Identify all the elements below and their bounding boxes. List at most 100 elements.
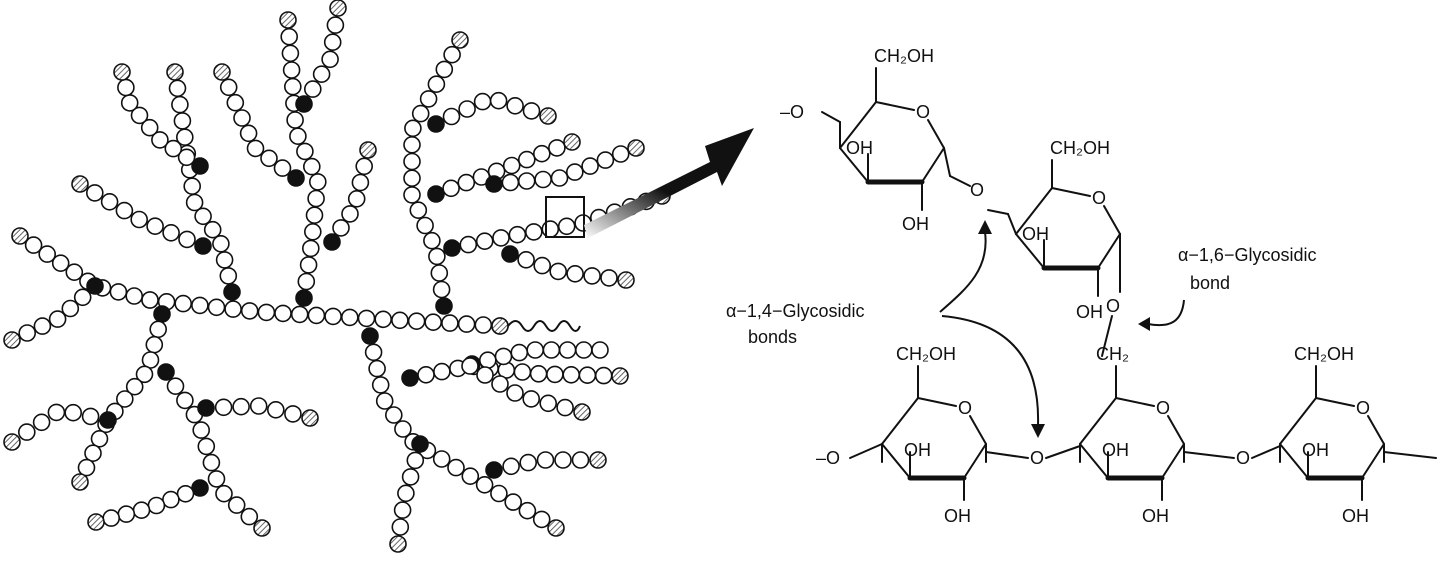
alpha-1-4-label-line1: α−1,4−Glycosidic (726, 301, 865, 321)
reducing-end-residue (491, 317, 509, 335)
glucose-residue (273, 159, 292, 177)
ring-top-2-bond-c4-c5 (1015, 187, 1053, 235)
glucose-residue (459, 235, 478, 254)
glucose-residue (492, 229, 510, 247)
non-reducing-end-residue (3, 433, 21, 451)
ring-top-2-o-ch2 (1101, 315, 1113, 357)
non-reducing-end-residue (87, 513, 105, 531)
glucose-residue (260, 149, 278, 168)
glucose-residue (391, 311, 409, 330)
arrowhead-alpha16 (1138, 317, 1150, 331)
ring-bottom-1-oh-up: OH (904, 440, 931, 460)
ring-bottom-1-bond-c4-c5 (881, 397, 919, 445)
glucose-residue (308, 173, 327, 191)
glucose-residue (441, 314, 459, 332)
glucose-residue (517, 250, 535, 269)
bond-pointer-arrows (939, 231, 1185, 426)
non-reducing-end-residue (113, 63, 131, 81)
branch-point-residue (191, 157, 209, 175)
non-reducing-end-residue (329, 0, 347, 17)
glucose-residue (591, 341, 609, 359)
glucose-residue (38, 245, 57, 263)
glucose-residue (491, 375, 509, 393)
glucose-residue (443, 45, 461, 64)
glucose-residue (296, 142, 314, 161)
glucose-residue (51, 254, 70, 273)
glucose-residue (73, 288, 92, 307)
glucose-residue (578, 366, 597, 385)
arrow-alpha14-upper (939, 231, 987, 313)
glucose-residue (574, 341, 593, 359)
glucose-residue (549, 262, 568, 281)
glucose-residue (341, 205, 359, 223)
glucose-residue (283, 77, 302, 96)
branch-point-residue (153, 305, 171, 323)
glucose-residue (191, 296, 209, 315)
glucose-residue (232, 397, 250, 416)
glucose-residue (432, 280, 451, 299)
glucose-residue (432, 450, 451, 468)
glucose-residue (403, 152, 421, 171)
ring-bottom-2-bond-c4-c5 (1079, 397, 1117, 445)
glucose-residue (417, 365, 435, 384)
branch-point-residue (99, 411, 117, 429)
branch-point-residue (401, 369, 419, 387)
arrow-alpha14-lower (941, 315, 1040, 426)
glucose-residue (394, 420, 412, 438)
ring-top-1-oh-down: OH (902, 214, 929, 234)
glucose-residue (125, 377, 144, 396)
glucose-residue (416, 216, 434, 235)
glucose-residue (554, 451, 572, 469)
glucose-residue (461, 467, 480, 486)
non-reducing-end-residue (573, 403, 591, 421)
glucose-residue (504, 493, 523, 511)
bottom-bond-1b (1045, 445, 1081, 459)
glucose-residue (474, 316, 493, 334)
glucose-residue (502, 457, 520, 476)
glucose-residue (401, 468, 420, 486)
alpha-1-6-label-line2: bond (1190, 273, 1231, 293)
glucose-residue (302, 157, 321, 176)
glucose-residue (297, 272, 316, 291)
ring-bottom-3-bond-c1-c2 (1361, 443, 1385, 479)
ring-top-1-glycosidic-o: O (970, 180, 984, 200)
glucose-residue (48, 310, 67, 328)
glucose-residue (174, 294, 192, 313)
glucose-residue (581, 157, 599, 175)
ring-top-2-oh-up: OH (1022, 224, 1049, 244)
glucose-residue (135, 365, 154, 384)
glucose-residue (214, 398, 233, 417)
glucose-residue (518, 501, 537, 520)
glucose-residue (326, 16, 345, 34)
glucose-residue (502, 156, 521, 175)
glucose-residue (347, 190, 366, 208)
glucose-residue (384, 406, 403, 424)
glucose-residue (478, 351, 497, 370)
non-reducing-end-residue (617, 271, 635, 289)
glucose-residue (212, 235, 230, 253)
glucose-residue (202, 453, 221, 472)
glucose-residue (435, 60, 454, 79)
glucose-residue (100, 193, 119, 211)
non-reducing-end-residue (213, 63, 231, 81)
branch-point-residue (427, 185, 445, 203)
glucose-residue (475, 475, 494, 494)
glucose-residue (324, 307, 342, 326)
glucose-residue (178, 230, 196, 249)
glucose-residue (526, 341, 545, 359)
glucose-residue (541, 220, 560, 238)
glucose-residue (506, 384, 524, 402)
glucose-residue (510, 343, 529, 362)
ring-top-2-bond-c5-o (1051, 187, 1091, 197)
glucose-residue (476, 366, 494, 384)
glucose-residue (548, 139, 566, 157)
non-reducing-end-residue (71, 175, 89, 193)
branch-point-residue (361, 327, 379, 345)
branch-point-residue (197, 399, 215, 417)
glucose-residue (84, 444, 102, 463)
glucose-residue (501, 173, 520, 192)
ring-bottom-2-bond-c1-c2 (1161, 443, 1185, 479)
glucose-residue (403, 186, 421, 204)
